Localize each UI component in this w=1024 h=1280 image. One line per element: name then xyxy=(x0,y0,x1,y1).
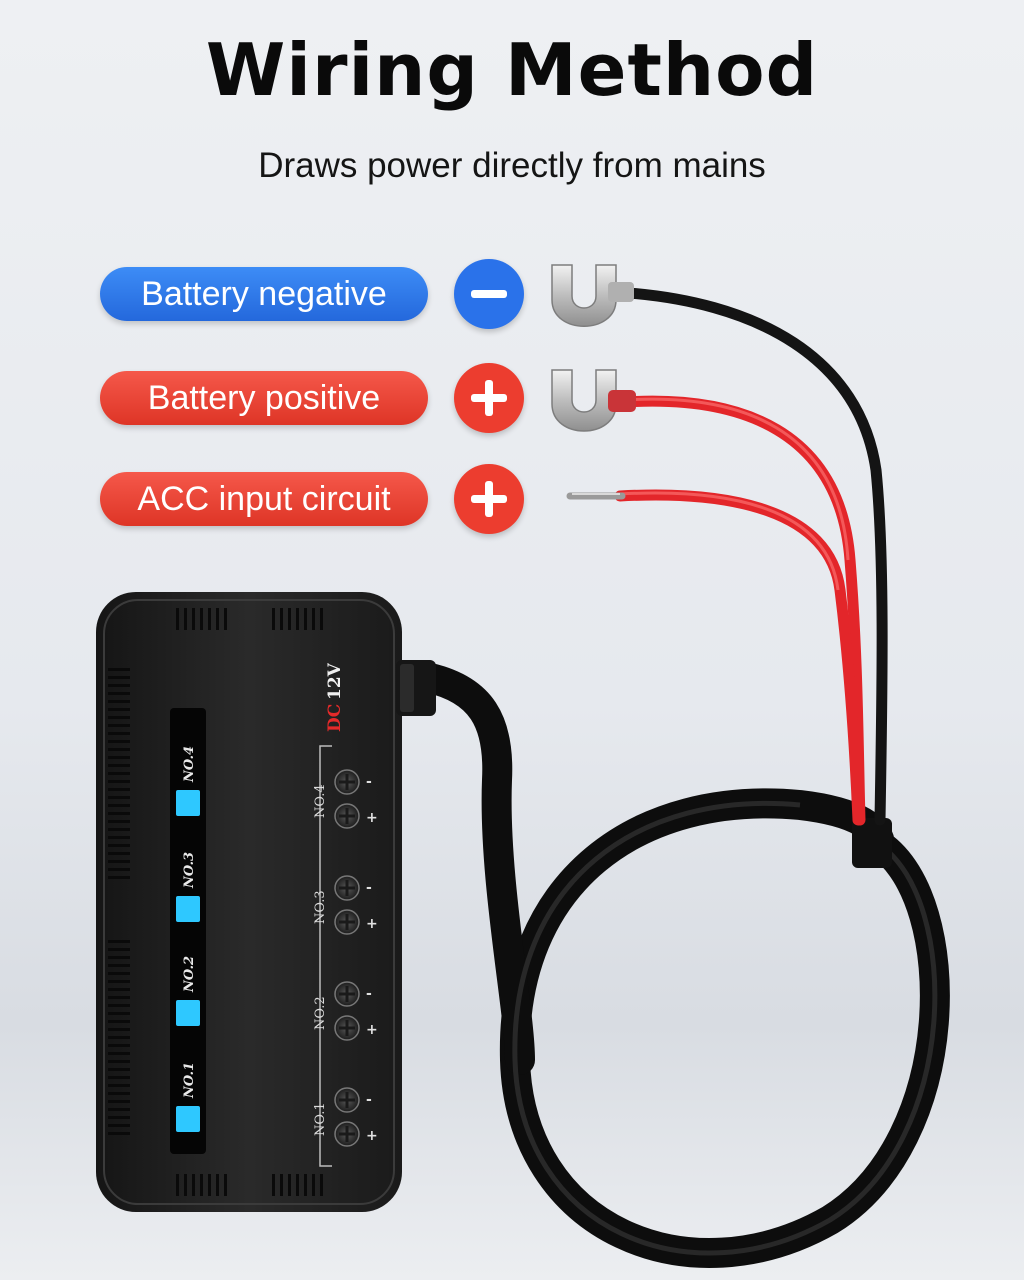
rating-voltage: 12V xyxy=(325,662,345,700)
terminal-plus-4: + xyxy=(366,810,378,826)
minus-icon xyxy=(454,259,524,329)
terminal-label-no4: NO.4 xyxy=(313,784,328,818)
page-subtitle: Draws power directly from mains xyxy=(258,146,766,185)
led-label-no4: NO.4 xyxy=(182,746,197,783)
relay-box: NO.4 NO.3 NO.2 NO.1 DC 12V xyxy=(96,592,436,1212)
led-indicators xyxy=(176,790,200,1132)
terminal-plus-3: + xyxy=(366,916,378,932)
cable-coil xyxy=(415,663,950,1268)
terminal-minus-2: - xyxy=(366,986,372,1002)
page-title: Wiring Method xyxy=(205,28,819,112)
cable-sheath xyxy=(852,818,892,868)
terminal-minus-1: - xyxy=(366,1092,372,1108)
led-label-no1: NO.1 xyxy=(182,1062,197,1099)
plus-icon xyxy=(454,464,524,534)
terminal-minus-3: - xyxy=(366,880,372,896)
rating-dc: DC xyxy=(325,704,345,732)
wire-black xyxy=(608,286,888,826)
battery-positive-label: Battery positive xyxy=(100,371,428,425)
terminal-minus-4: - xyxy=(366,774,372,790)
terminal-label-no2: NO.2 xyxy=(313,996,328,1030)
wire-red-positive xyxy=(619,395,866,826)
acc-input-label: ACC input circuit xyxy=(100,472,428,526)
terminal-label-no3: NO.3 xyxy=(313,890,328,924)
led-label-no3: NO.3 xyxy=(182,852,197,889)
terminal-plus-1: + xyxy=(366,1128,378,1144)
terminal-plus-2: + xyxy=(366,1022,378,1038)
plus-icon xyxy=(454,363,524,433)
fork-terminal-negative xyxy=(551,264,634,327)
terminal-label-no1: NO.1 xyxy=(313,1102,328,1136)
fork-terminal-positive xyxy=(551,369,636,432)
led-strip xyxy=(170,708,206,1154)
wire-red-acc xyxy=(566,489,864,826)
led-label-no2: NO.2 xyxy=(182,956,197,993)
battery-negative-label: Battery negative xyxy=(100,267,428,321)
